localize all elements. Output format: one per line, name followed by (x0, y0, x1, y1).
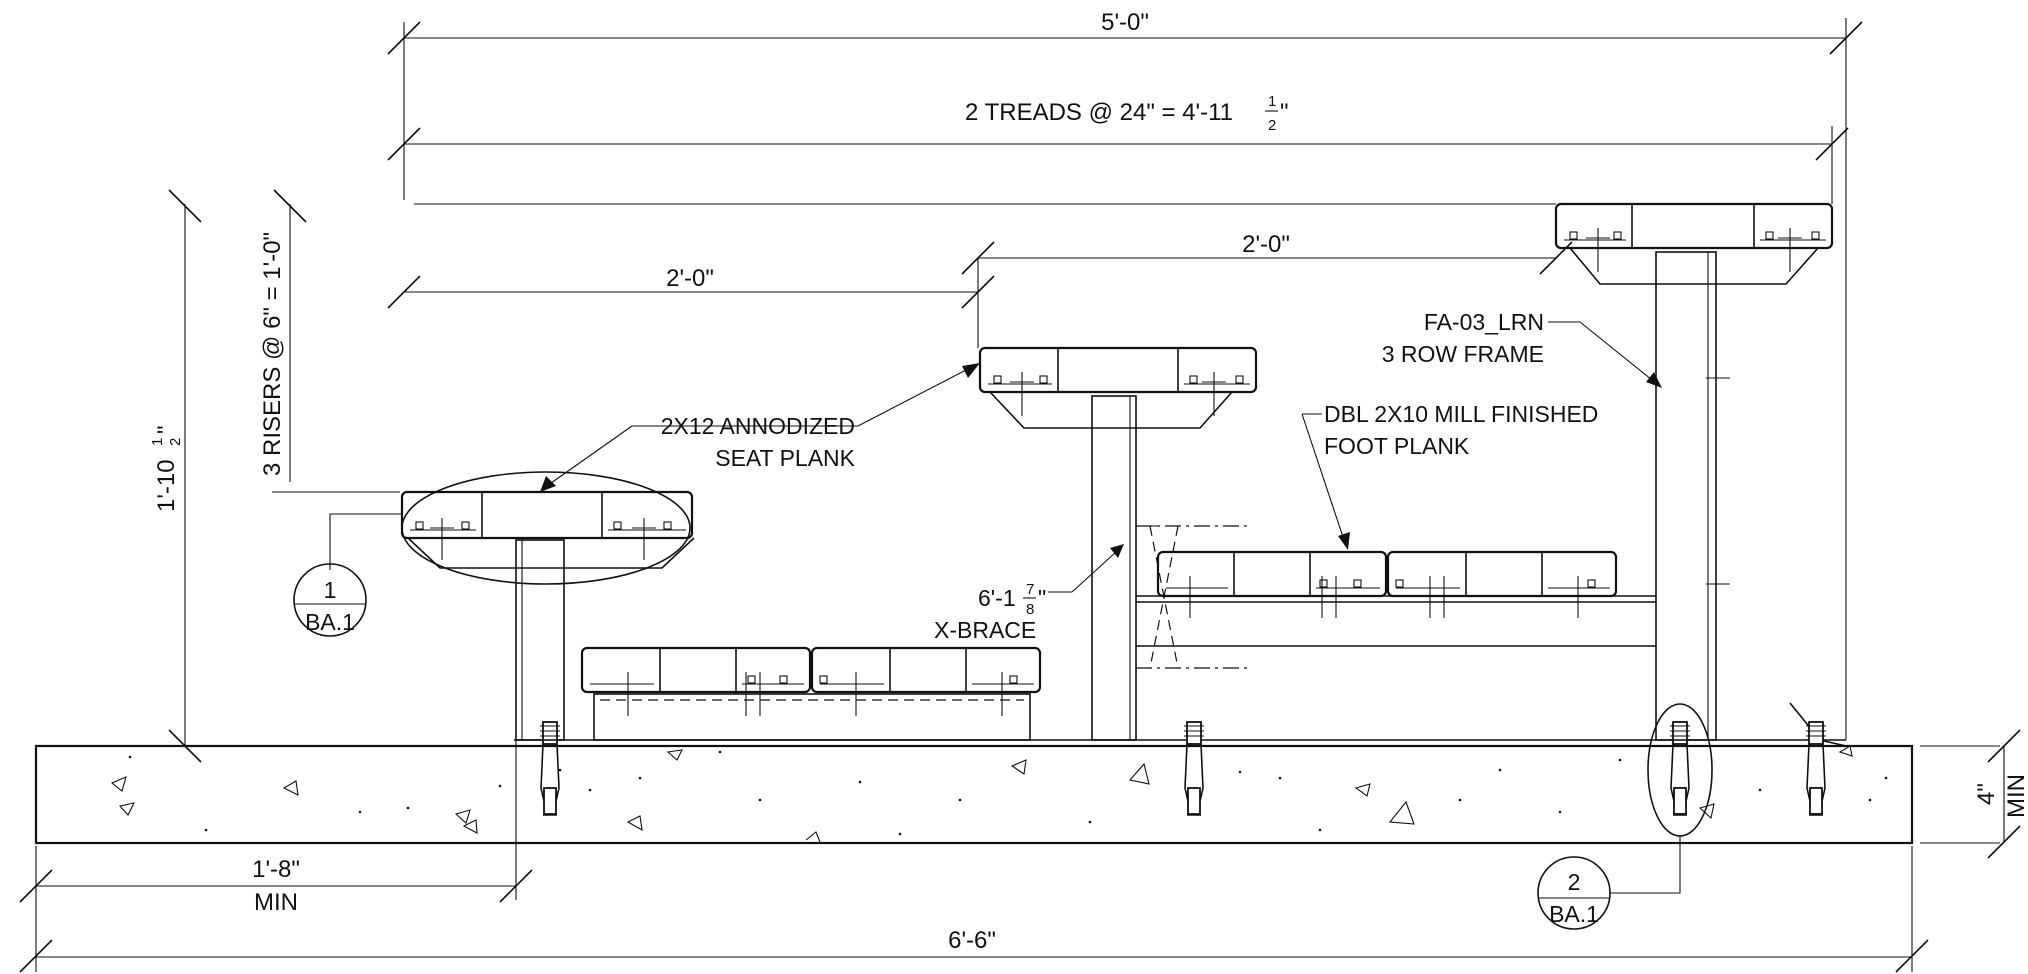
dim-risers: 3 RISERS @ 6" = 1'-0" (259, 189, 307, 482)
dim-slab-thickness-text: 4" (1973, 783, 2000, 805)
foot-plank-low (580, 646, 1042, 741)
foot-plank-line2: FOOT PLANK (1324, 433, 1470, 459)
frame-post-mid (1091, 395, 1137, 741)
dim-height-text: 1'-10 (153, 459, 180, 512)
dim-min-edge-sub: MIN (254, 889, 298, 916)
callout-1-number: 1 (324, 577, 337, 603)
dim-slab-thickness-sub: MIN (2003, 774, 2028, 818)
dim-risers-text: 3 RISERS @ 6" = 1'-0" (259, 232, 286, 476)
dim-min-edge-text: 1'-8" (252, 856, 300, 883)
label-xbrace: 6'-1 7 8 " X-BRACE (934, 544, 1124, 643)
frame-post-high (1655, 251, 1730, 741)
seat-plank-line2: SEAT PLANK (715, 445, 855, 471)
dim-tread-left: 2'-0" (387, 258, 995, 348)
dim-base-width-text: 6'-6" (948, 927, 996, 954)
callout-2-sheet: BA.1 (1549, 901, 1599, 927)
callout-2-number: 2 (1568, 869, 1581, 895)
seat-plank-mid (978, 346, 1258, 416)
svg-text:": " (153, 425, 180, 434)
seat-plank-line1: 2X12 ANNODIZED (661, 413, 855, 439)
detail-callout-1: 1 BA.1 (293, 513, 402, 637)
dim-tread-right: 2'-0" (961, 231, 1573, 275)
anchor-bolt (1184, 721, 1204, 816)
concrete-slab (34, 744, 1914, 845)
xbrace-frac-den: 8 (1026, 601, 1034, 618)
dim-overall-text: 5'-0" (1101, 9, 1149, 36)
dim-treads-frac-num: 1 (1268, 93, 1276, 110)
dim-slab-thickness: 4" MIN (1920, 729, 2028, 859)
label-seat-plank: 2X12 ANNODIZED SEAT PLANK (401, 363, 980, 585)
xbrace-frac-num: 7 (1026, 581, 1034, 598)
svg-text:": " (1280, 99, 1289, 126)
xbrace-label: X-BRACE (934, 617, 1036, 643)
dim-height-frac-den: 2 (167, 438, 184, 446)
dim-height-frac-num: 1 (149, 438, 166, 446)
dim-treads-frac-den: 2 (1268, 117, 1276, 134)
dim-tread-right-text: 2'-0" (1242, 231, 1290, 258)
callout-1-sheet: BA.1 (305, 609, 355, 635)
foot-plank-mid (1156, 550, 1618, 618)
frame-line1: FA-03_LRN (1424, 309, 1544, 335)
seat-plank-low (400, 490, 694, 560)
dim-min-edge: 1'-8" MIN (19, 740, 533, 972)
frame-post-low (515, 539, 565, 741)
foot-plank-line1: DBL 2X10 MILL FINISHED (1324, 401, 1598, 427)
dim-treads-text: 2 TREADS @ 24" = 4'-11 (965, 99, 1233, 126)
svg-text:": " (1038, 585, 1046, 611)
label-frame: FA-03_LRN 3 ROW FRAME (1382, 309, 1662, 388)
label-foot-plank: DBL 2X10 MILL FINISHED FOOT PLANK (1301, 401, 1598, 550)
dim-tread-left-text: 2'-0" (666, 265, 714, 292)
xbrace-len-text: 6'-1 (978, 585, 1016, 611)
frame-line2: 3 ROW FRAME (1382, 341, 1544, 367)
detail-callout-2: 2 BA.1 (1537, 703, 1713, 930)
dim-overall: 5'-0" (387, 9, 1863, 740)
anchor-bolt (540, 721, 560, 816)
seat-plank-high (1554, 202, 1834, 272)
dim-base-width: 6'-6" (19, 846, 1929, 973)
dim-height: 1'-10 1 2 " (149, 189, 202, 763)
anchor-bolt (1670, 721, 1690, 816)
anchor-bolt (1806, 721, 1826, 816)
dim-treads: 2 TREADS @ 24" = 4'-11 1 2 " (387, 93, 1849, 204)
